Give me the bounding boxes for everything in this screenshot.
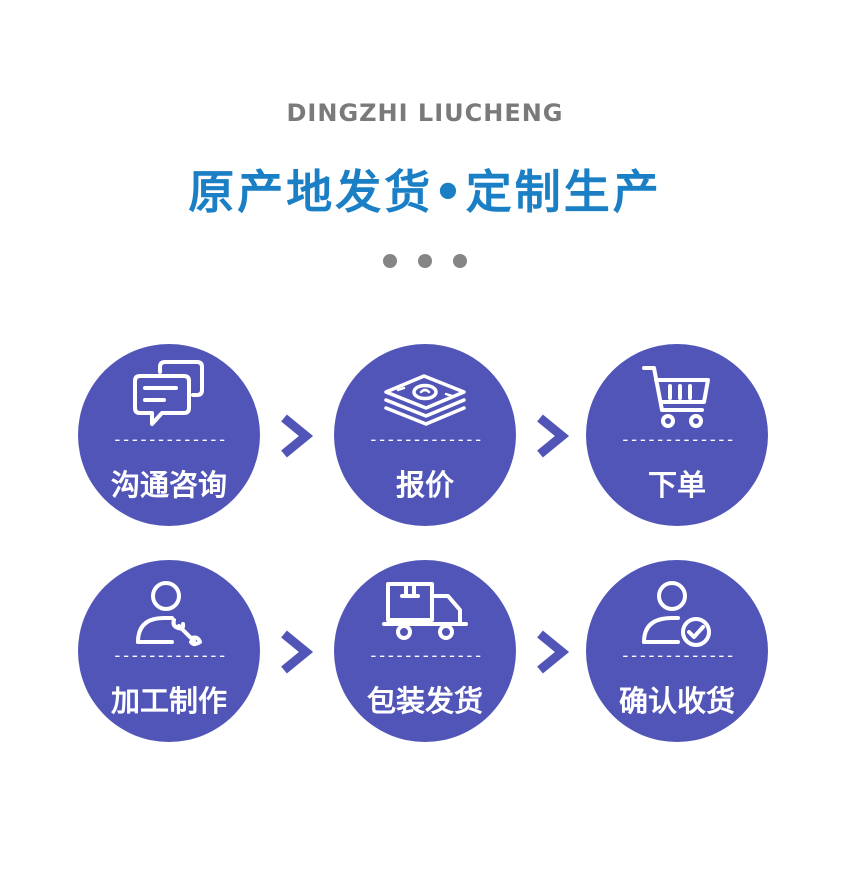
step-label: 包装发货 <box>366 684 483 718</box>
page-subtitle: DINGZHI LIUCHENG <box>286 99 564 127</box>
step-communication: ------------- 沟通咨询 <box>78 344 260 526</box>
dot <box>453 254 467 268</box>
step-label: 加工制作 <box>110 684 227 718</box>
dot <box>383 254 397 268</box>
delivery-truck-icon <box>382 582 468 640</box>
step-divider: ------------- <box>112 430 227 450</box>
step-divider: ------------- <box>620 646 735 666</box>
step-shipping: ------------- 包装发货 <box>334 560 516 742</box>
step-processing: ------------- 加工制作 <box>78 560 260 742</box>
step-quote: ------------- 报价 <box>334 344 516 526</box>
step-receipt: ------------- 确认收货 <box>586 560 768 742</box>
chevron-right-icon <box>281 630 314 674</box>
step-divider: ------------- <box>368 646 483 666</box>
dot <box>418 254 432 268</box>
chevron-right-icon <box>537 630 570 674</box>
chat-bubbles-icon <box>133 360 204 426</box>
step-label: 下单 <box>647 468 706 502</box>
shopping-cart-icon <box>642 366 710 428</box>
step-divider: ------------- <box>112 646 227 666</box>
chevron-right-icon <box>537 414 570 458</box>
step-divider: ------------- <box>368 430 483 450</box>
step-label: 确认收货 <box>618 684 735 718</box>
step-label: 报价 <box>395 468 454 502</box>
money-stack-icon <box>384 374 466 426</box>
step-divider: ------------- <box>620 430 735 450</box>
worker-wrench-icon <box>136 581 202 646</box>
step-order: ------------- 下单 <box>586 344 768 526</box>
step-label: 沟通咨询 <box>110 468 227 502</box>
chevron-right-icon <box>281 414 314 458</box>
page-title: 原产地发货•定制生产 <box>188 165 662 219</box>
user-check-icon <box>642 581 711 647</box>
decorative-dots <box>383 254 467 268</box>
